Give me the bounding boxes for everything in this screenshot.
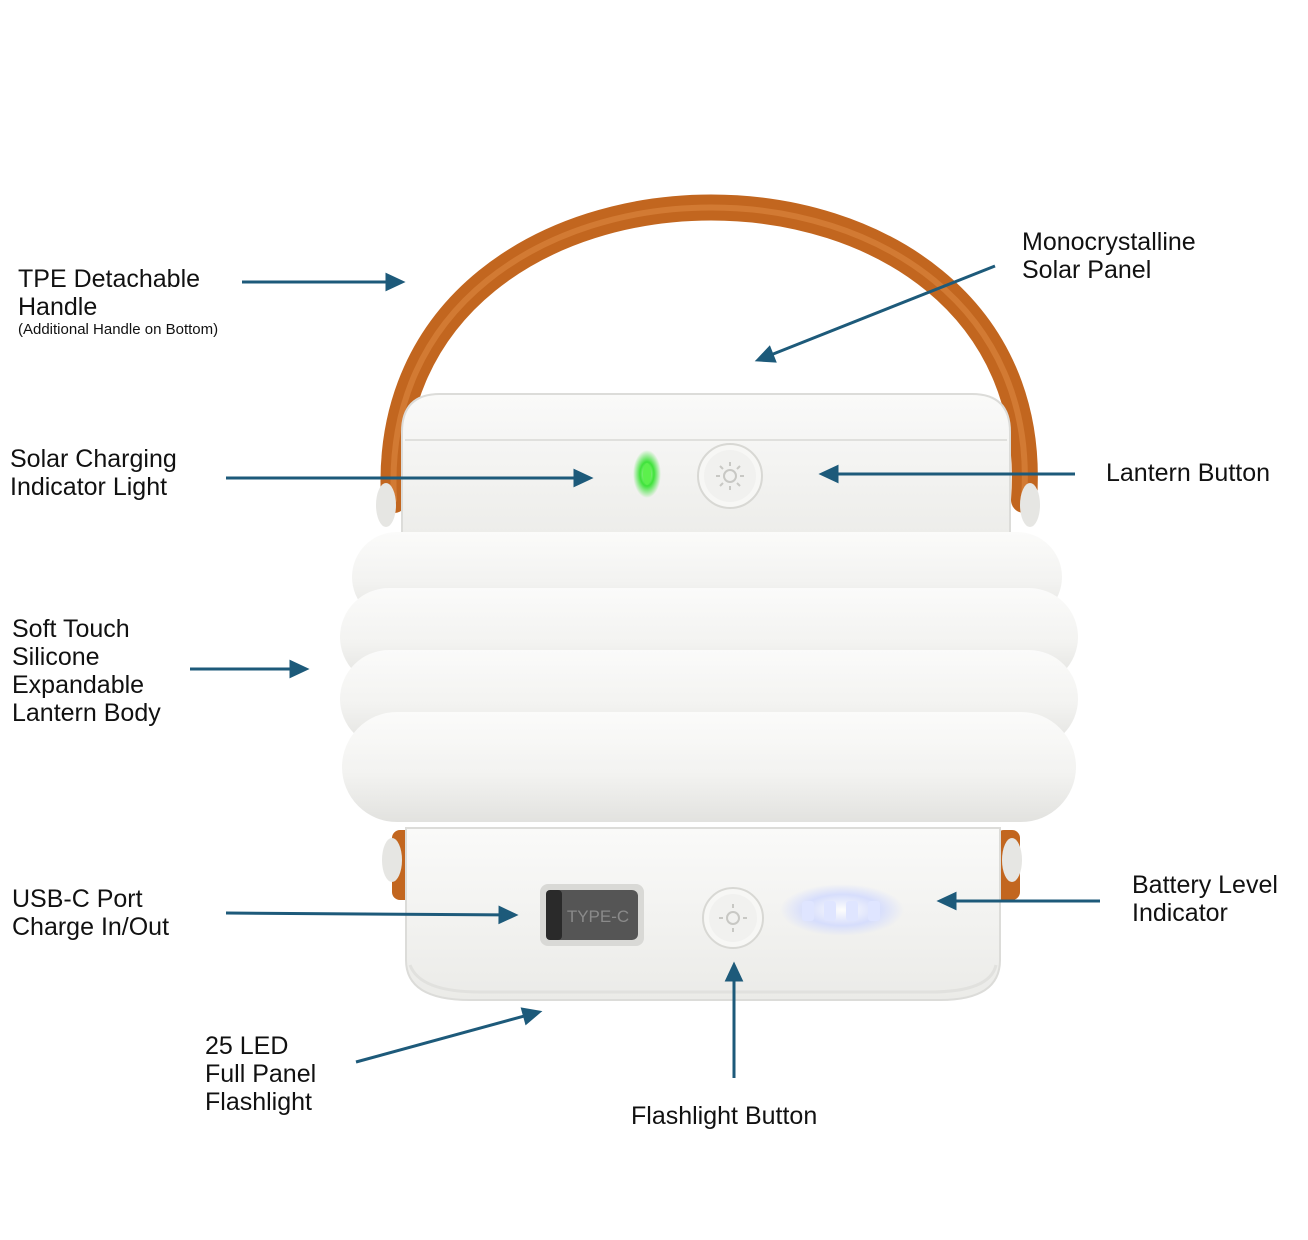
label-flashlight-button: Flashlight Button [631, 1102, 817, 1130]
arrow-lantern-button [818, 464, 1075, 484]
arrow-shaft [771, 264, 996, 356]
arrow-icon [754, 345, 777, 363]
battery-led [846, 901, 858, 921]
arrow-handle [242, 272, 406, 292]
port-label: TYPE-C [567, 907, 629, 926]
label-solar-panel-line-2: Solar Panel [1022, 256, 1152, 284]
arrow-flashlight-button [724, 961, 744, 1078]
battery-led [824, 901, 836, 921]
arrow-usb-port [225, 905, 519, 925]
handle-strap-highlight [390, 204, 1028, 503]
label-body: Soft Touch Silicone Expandable Lantern B… [12, 615, 161, 727]
handle-peg-bottom-right [1002, 838, 1022, 882]
label-flashlight: 25 LED Full Panel Flashlight [205, 1032, 316, 1116]
label-handle-line-2: Handle [18, 293, 98, 321]
handle-peg-top-right [1020, 483, 1040, 527]
arrow-flashlight [355, 1007, 543, 1064]
label-flashlight-button-line-1: Flashlight Button [631, 1102, 818, 1130]
label-lantern-button-line-1: Lantern Button [1106, 459, 1271, 487]
arrow-body [190, 659, 310, 679]
arrow-icon [724, 961, 744, 982]
label-usb-port-line-1: USB-C Port [12, 885, 143, 913]
arrow-icon [936, 891, 957, 911]
label-body-line-4: Lantern Body [12, 699, 161, 727]
label-charging-indicator: Solar Charging Indicator Light [10, 445, 177, 501]
battery-level-indicator [780, 884, 904, 936]
label-body-line-3: Expandable [12, 671, 145, 699]
label-usb-port-line-2: Charge In/Out [12, 913, 170, 941]
handle-peg-bottom-left [382, 838, 402, 882]
arrow-charging-indicator [226, 468, 594, 488]
flashlight-button [702, 887, 764, 949]
handle-peg-top-left [376, 483, 396, 527]
label-usb-port: USB-C Port Charge In/Out [12, 885, 169, 941]
label-lantern-button: Lantern Button [1106, 459, 1270, 487]
arrow-icon [520, 1007, 543, 1026]
silicone-rib-4 [342, 712, 1076, 822]
label-solar-panel: Monocrystalline Solar Panel [1022, 228, 1196, 284]
label-solar-panel-line-1: Monocrystalline [1022, 228, 1196, 256]
arrow-solar-panel [754, 264, 996, 363]
arrow-icon [289, 659, 310, 679]
label-handle: TPE Detachable Handle (Additional Handle… [18, 265, 218, 339]
label-handle-line-1: TPE Detachable [18, 265, 201, 293]
label-battery-indicator-line-2: Indicator [1132, 899, 1228, 927]
battery-led [868, 901, 880, 921]
arrow-shaft [355, 1014, 525, 1064]
label-battery-indicator: Battery Level Indicator [1132, 871, 1278, 927]
charging-indicator-light [643, 463, 651, 485]
arrow-icon [818, 464, 839, 484]
usb-c-port: TYPE-C [540, 884, 644, 946]
label-flashlight-line-3: Flashlight [205, 1088, 312, 1116]
label-charging-indicator-line-2: Indicator Light [10, 473, 168, 501]
label-battery-indicator-line-1: Battery Level [1132, 871, 1278, 899]
label-body-line-2: Silicone [12, 643, 100, 671]
arrow-icon [385, 272, 406, 292]
label-handle-note: (Additional Handle on Bottom) [18, 321, 219, 338]
arrow-icon [573, 468, 594, 488]
battery-led [802, 901, 814, 921]
lantern-button [697, 443, 763, 509]
arrow-battery-indicator [936, 891, 1100, 911]
label-flashlight-line-2: Full Panel [205, 1060, 317, 1088]
arrow-shaft [225, 911, 501, 917]
label-flashlight-line-1: 25 LED [205, 1032, 289, 1060]
sun-icon [716, 462, 744, 490]
sun-icon [719, 904, 747, 932]
arrow-icon [498, 905, 519, 925]
label-body-line-1: Soft Touch [12, 615, 130, 643]
base-rim [408, 964, 998, 994]
label-charging-indicator-line-1: Solar Charging [10, 445, 177, 473]
